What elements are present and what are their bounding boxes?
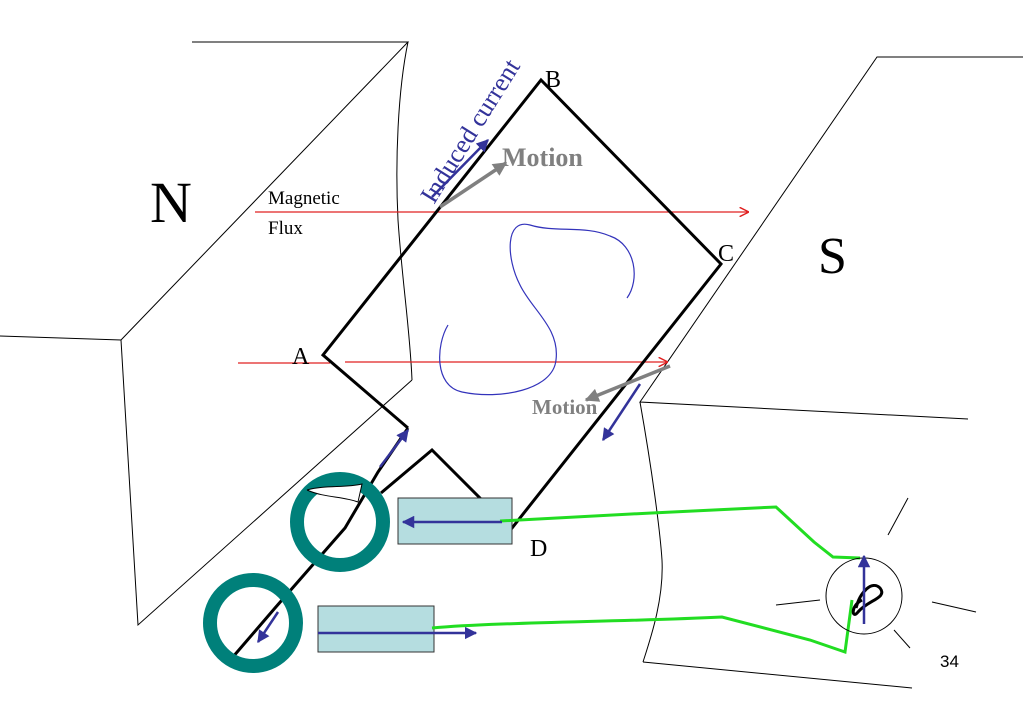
slip-ring-upper <box>290 472 390 572</box>
current-arrow-lower-ring <box>256 611 280 644</box>
light-bulb-icon <box>775 497 977 649</box>
south-pole-label: S <box>818 228 847 285</box>
brush-lower <box>317 605 435 653</box>
flux-label-line1: Magnetic <box>268 188 340 209</box>
motion-label-top: Motion <box>502 143 583 172</box>
coil-loop <box>320 77 723 531</box>
wire-lower <box>431 599 854 655</box>
motion-arrows <box>439 161 671 402</box>
motion-arrow-bottom <box>584 364 671 402</box>
curl-symbol <box>439 223 635 396</box>
corner-label-c: C <box>718 241 734 267</box>
ring-split <box>306 483 363 503</box>
corner-label-a: A <box>292 344 310 370</box>
current-arrow-lead-up <box>379 429 409 468</box>
south-magnet <box>639 56 1023 689</box>
motion-label-bottom: Motion <box>532 395 598 419</box>
current-arrow-cd <box>601 383 642 442</box>
current-arrows <box>256 139 871 644</box>
magnetic-flux-lines <box>238 212 748 363</box>
wire-upper <box>499 505 861 560</box>
page-number: 34 <box>940 652 959 671</box>
flux-label-line2: Flux <box>268 218 303 239</box>
north-magnet <box>0 41 413 627</box>
corner-label-d: D <box>530 536 547 562</box>
slip-ring-lower <box>203 573 303 673</box>
north-pole-label: N <box>150 170 192 235</box>
motion-arrow-top <box>439 161 508 209</box>
current-arrow-ab <box>431 139 489 198</box>
corner-label-b: B <box>545 67 561 93</box>
